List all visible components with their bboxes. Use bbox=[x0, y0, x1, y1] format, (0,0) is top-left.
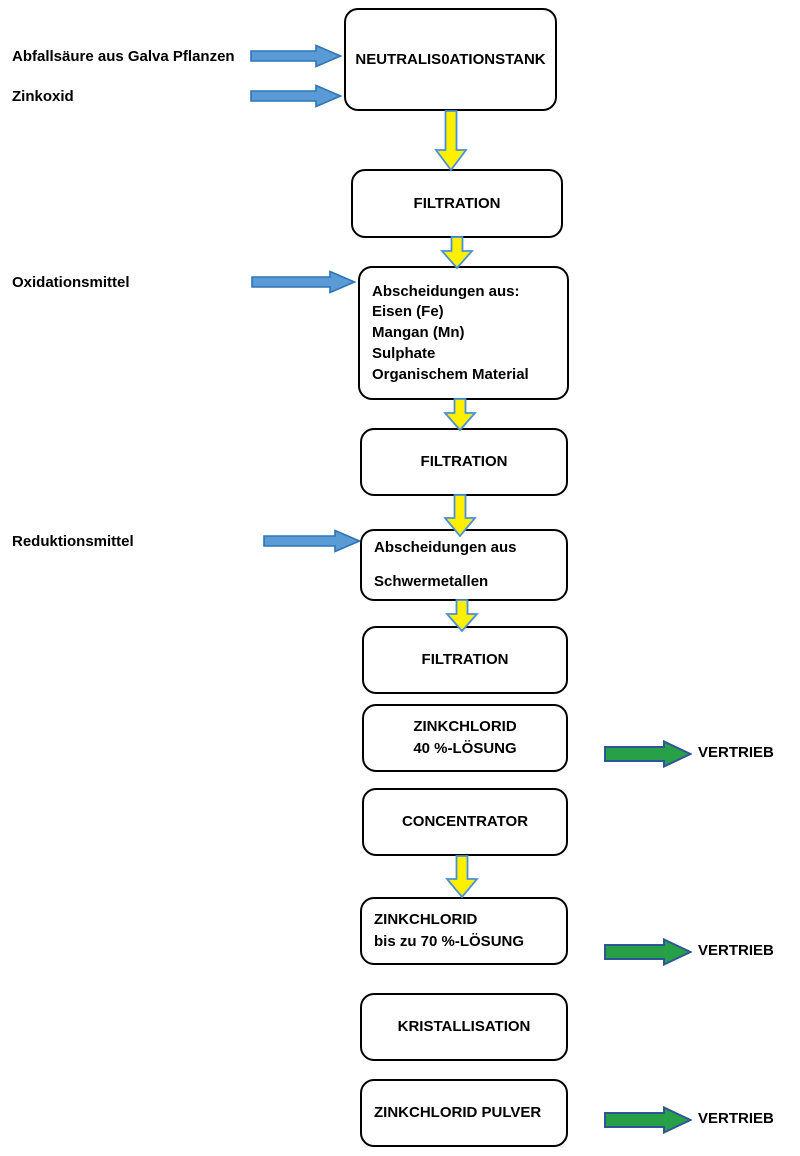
node-label-line-2: Eisen (Fe) bbox=[372, 303, 444, 321]
blue-right-arrow-icon-oxidant bbox=[251, 270, 356, 294]
input-label-oxidant: Oxidationsmittel bbox=[12, 274, 130, 291]
node-label-line-3: Mangan (Mn) bbox=[372, 324, 465, 342]
node-label: FILTRATION bbox=[421, 651, 509, 669]
yellow-down-arrow-icon-5 bbox=[445, 599, 479, 633]
node-label-line-5: Organischem Material bbox=[372, 365, 529, 383]
process-node-kristallisation[interactable]: KRISTALLISATION bbox=[360, 993, 568, 1061]
input-label-reductant: Reduktionsmittel bbox=[12, 533, 134, 550]
process-node-zinkchlorid-70[interactable]: ZINKCHLORID bis zu 70 %-LÖSUNG bbox=[360, 897, 568, 965]
output-label-70-solution: VERTRIEB bbox=[698, 942, 774, 959]
green-right-arrow-icon-40-solution bbox=[604, 740, 692, 768]
green-right-arrow-icon-70-solution bbox=[604, 938, 692, 966]
node-label: CONCENTRATOR bbox=[401, 813, 529, 831]
node-label-line-1: Abscheidungen aus bbox=[374, 539, 517, 557]
node-label-line-4: Sulphate bbox=[372, 344, 436, 362]
yellow-down-arrow-icon-2 bbox=[440, 236, 474, 270]
node-label: FILTRATION bbox=[420, 453, 508, 471]
process-node-zinkchlorid-pulver[interactable]: ZINKCHLORID PULVER bbox=[360, 1079, 568, 1147]
node-label-line-2: Schwermetallen bbox=[374, 573, 489, 590]
green-right-arrow-icon-powder bbox=[604, 1106, 692, 1134]
input-label-zinc-oxide: Zinkoxid bbox=[12, 88, 74, 105]
node-label-line-2: bis zu 70 %-LÖSUNG bbox=[374, 933, 525, 950]
yellow-down-arrow-icon-6 bbox=[445, 855, 479, 899]
process-node-zinkchlorid-40[interactable]: ZINKCHLORID 40 %-LÖSUNG bbox=[362, 704, 568, 772]
yellow-down-arrow-icon-1 bbox=[434, 110, 468, 172]
output-label-powder: VERTRIEB bbox=[698, 1110, 774, 1127]
node-label: NEUTRALIS0ATIONSTANK bbox=[355, 50, 546, 68]
node-label: KRISTALLISATION bbox=[397, 1018, 531, 1036]
process-node-filtration-2[interactable]: FILTRATION bbox=[360, 428, 568, 496]
output-label-40-solution: VERTRIEB bbox=[698, 744, 774, 761]
blue-right-arrow-icon-reductant bbox=[263, 529, 361, 553]
node-label-line-2: 40 %-LÖSUNG bbox=[413, 740, 517, 757]
process-node-neutralisationstank[interactable]: NEUTRALIS0ATIONSTANK bbox=[344, 8, 557, 111]
process-node-separations-2[interactable]: Abscheidungen aus Schwermetallen bbox=[360, 529, 568, 601]
node-label-line-1: Abscheidungen aus: bbox=[372, 282, 520, 300]
process-node-concentrator[interactable]: CONCENTRATOR bbox=[362, 788, 568, 856]
process-node-separations-1[interactable]: Abscheidungen aus: Eisen (Fe) Mangan (Mn… bbox=[358, 266, 569, 400]
blue-right-arrow-icon-zinc-oxide bbox=[250, 84, 342, 108]
yellow-down-arrow-icon-3 bbox=[443, 398, 477, 432]
input-label-waste-acid: Abfallsäure aus Galva Pflanzen bbox=[12, 48, 235, 65]
blue-right-arrow-icon-waste-acid bbox=[250, 44, 342, 68]
node-label: ZINKCHLORID PULVER bbox=[374, 1104, 542, 1122]
node-label: FILTRATION bbox=[413, 194, 501, 212]
node-label-line-1: ZINKCHLORID bbox=[413, 718, 517, 736]
process-node-filtration-3[interactable]: FILTRATION bbox=[362, 626, 568, 694]
yellow-down-arrow-icon-4 bbox=[443, 494, 477, 538]
process-node-filtration-1[interactable]: FILTRATION bbox=[351, 169, 563, 238]
node-label-line-1: ZINKCHLORID bbox=[374, 911, 478, 929]
